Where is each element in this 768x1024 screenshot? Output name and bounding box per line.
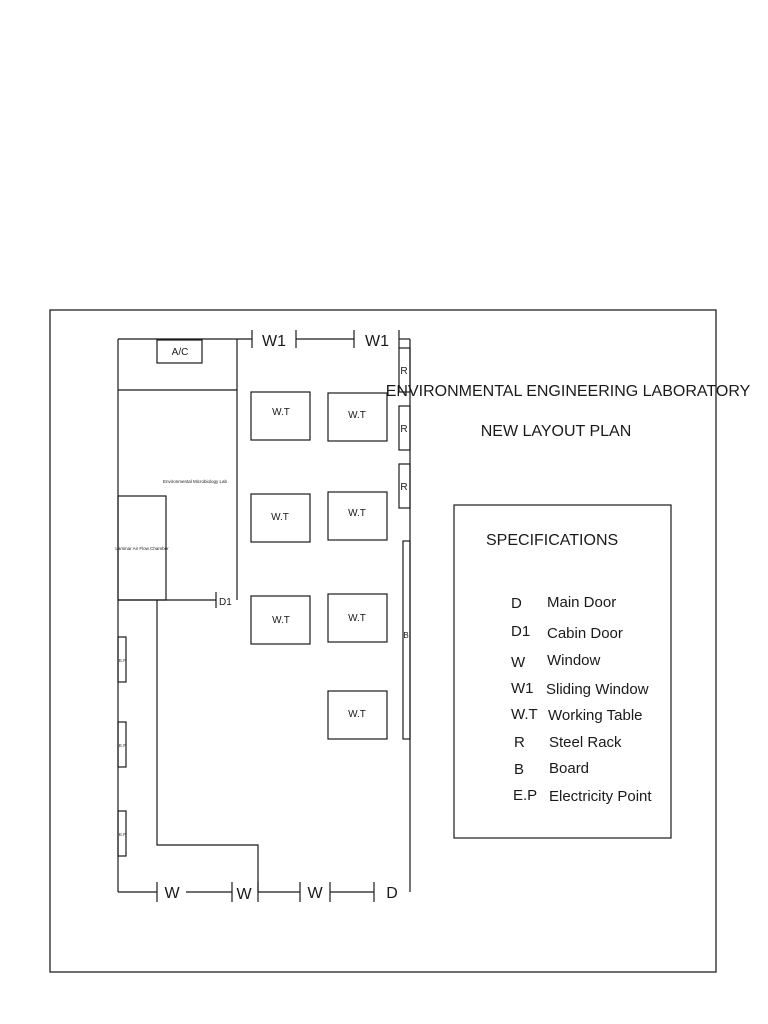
electricity-points <box>117 636 127 857</box>
electricity-point <box>117 810 127 857</box>
working-table-label: W.T <box>348 410 366 421</box>
spec-code: W.T <box>511 706 538 723</box>
spec-description: Main Door <box>547 594 616 611</box>
spec-description: Sliding Window <box>546 681 649 698</box>
working-table-label: W.T <box>348 709 366 720</box>
working-table-label: W.T <box>272 407 290 418</box>
working-table-label: W.T <box>348 508 366 519</box>
electricity-point-label: E.P <box>119 658 126 663</box>
spec-code: B <box>514 761 524 778</box>
ac-unit <box>156 339 203 364</box>
specifications-heading: SPECIFICATIONS <box>486 532 618 549</box>
working-table <box>250 493 311 543</box>
spec-description: Cabin Door <box>547 625 623 642</box>
electricity-point-label: E.P <box>119 743 126 748</box>
spec-code: D <box>511 595 522 612</box>
electricity-point <box>117 721 127 768</box>
spec-code: W1 <box>511 680 534 697</box>
steel-rack-label: R <box>400 482 407 493</box>
spec-description: Window <box>547 652 601 669</box>
board-label: B <box>403 631 408 640</box>
window-label: W <box>307 885 323 902</box>
working-table <box>250 595 311 645</box>
electricity-point-label: E.P <box>119 832 126 837</box>
main-door-label: D <box>386 885 398 902</box>
sliding-window-label: W1 <box>262 333 286 350</box>
steel-racks <box>398 347 411 509</box>
steel-rack <box>398 347 411 393</box>
working-tables <box>250 391 388 740</box>
spec-description: Electricity Point <box>549 788 652 805</box>
steel-rack <box>398 405 411 451</box>
working-table <box>327 690 388 740</box>
ac-label: A/C <box>172 347 189 358</box>
outer-frame <box>49 309 717 973</box>
working-table-label: W.T <box>272 615 290 626</box>
board <box>402 540 411 740</box>
spec-description: Working Table <box>548 707 643 724</box>
spec-code: D1 <box>511 623 530 640</box>
steel-rack-label: R <box>400 366 407 377</box>
diagram-title: ENVIRONMENTAL ENGINEERING LABORATORY <box>386 383 751 400</box>
top-wall <box>118 330 410 348</box>
electricity-point <box>117 636 127 683</box>
microbiology-lab-label: Environmental Microbiology Lab <box>163 479 228 484</box>
diagram-subtitle: NEW LAYOUT PLAN <box>481 423 632 440</box>
working-table-label: W.T <box>271 512 289 523</box>
spec-code: W <box>511 654 526 671</box>
bottom-wall <box>118 882 375 902</box>
sliding-window-label: W1 <box>365 333 389 350</box>
spec-code: R <box>514 734 525 751</box>
spec-description: Board <box>549 760 589 777</box>
working-table <box>327 593 388 643</box>
spec-description: Steel Rack <box>549 734 622 751</box>
working-table-label: W.T <box>348 613 366 624</box>
steel-rack <box>398 463 411 509</box>
window-label: W <box>164 885 180 902</box>
specifications-box <box>453 504 672 839</box>
cabin-door-label: D1 <box>219 597 232 608</box>
window-label: W <box>236 886 252 903</box>
working-table <box>250 391 311 441</box>
corridor-wall <box>156 600 259 892</box>
steel-rack-label: R <box>400 424 407 435</box>
spec-code: E.P <box>513 787 537 804</box>
working-table <box>327 491 388 541</box>
laminar-air-flow-chamber <box>117 495 167 601</box>
laminar-air-flow-label: Laminar Air Flow Chamber <box>115 546 169 551</box>
working-table <box>327 392 388 442</box>
